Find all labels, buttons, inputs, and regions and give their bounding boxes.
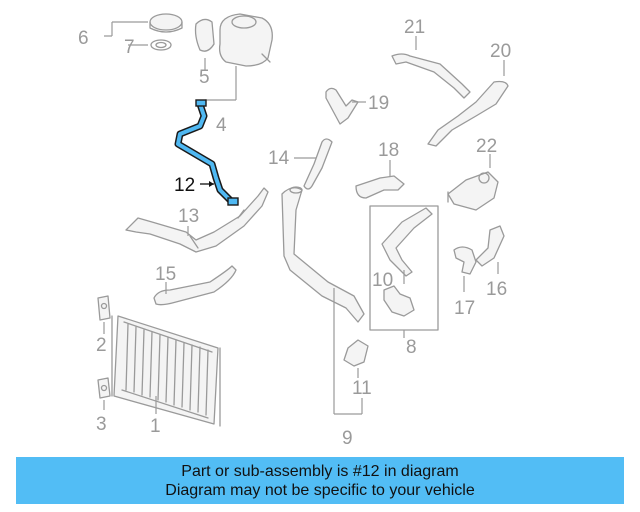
part-18-hose[interactable] bbox=[355, 175, 405, 199]
callout-10: 10 bbox=[372, 270, 393, 291]
banner-line-2: Diagram may not be specific to your vehi… bbox=[165, 481, 475, 499]
part-21-hose[interactable] bbox=[391, 53, 471, 99]
callout-12: 12 bbox=[174, 175, 195, 196]
part-9-hose[interactable] bbox=[281, 186, 365, 323]
info-banner: Part or sub-assembly is #12 in diagram D… bbox=[16, 457, 624, 504]
part-2-bracket[interactable] bbox=[97, 295, 111, 321]
part-22-housing[interactable] bbox=[447, 171, 499, 211]
callout-1: 1 bbox=[150, 416, 161, 437]
callout-15: 15 bbox=[155, 264, 176, 285]
callout-6: 6 bbox=[78, 28, 89, 49]
part-15-pipe[interactable] bbox=[153, 265, 237, 306]
callout-7: 7 bbox=[124, 37, 135, 58]
callout-9: 9 bbox=[342, 428, 353, 449]
callout-4: 4 bbox=[216, 115, 227, 136]
callout-13: 13 bbox=[178, 206, 199, 227]
callout-2: 2 bbox=[96, 335, 107, 356]
part-14-hose[interactable] bbox=[303, 138, 333, 190]
part-3-bracket[interactable] bbox=[97, 377, 111, 399]
part-11-fitting[interactable] bbox=[343, 339, 369, 367]
part-19-hose[interactable] bbox=[325, 87, 359, 125]
part-20-hose[interactable] bbox=[427, 80, 509, 147]
part-12-hose[interactable] bbox=[174, 99, 239, 206]
part-7-seal[interactable] bbox=[150, 39, 172, 51]
banner-line-1: Part or sub-assembly is #12 in diagram bbox=[181, 462, 459, 480]
part-5-hose[interactable] bbox=[194, 18, 215, 52]
callout-11: 11 bbox=[352, 378, 372, 399]
part-13-pipe[interactable] bbox=[125, 187, 269, 253]
callout-5: 5 bbox=[199, 67, 210, 88]
callout-20: 20 bbox=[490, 41, 511, 62]
part-1-radiator[interactable] bbox=[111, 315, 221, 427]
callout-8: 8 bbox=[406, 337, 417, 358]
callout-21: 21 bbox=[404, 17, 425, 38]
callout-14: 14 bbox=[268, 148, 290, 169]
callout-3: 3 bbox=[96, 414, 107, 435]
part-4-expansion-tank[interactable] bbox=[218, 13, 273, 67]
part-8-assembly[interactable] bbox=[369, 205, 439, 331]
part-17-hose[interactable] bbox=[453, 246, 477, 275]
callout-17: 17 bbox=[454, 298, 475, 319]
callout-19: 19 bbox=[368, 93, 389, 114]
callout-16: 16 bbox=[486, 279, 507, 300]
callout-22: 22 bbox=[476, 136, 497, 157]
callout-18: 18 bbox=[378, 140, 399, 161]
part-6-cap[interactable] bbox=[149, 13, 183, 33]
part-16-hose[interactable] bbox=[475, 225, 505, 267]
